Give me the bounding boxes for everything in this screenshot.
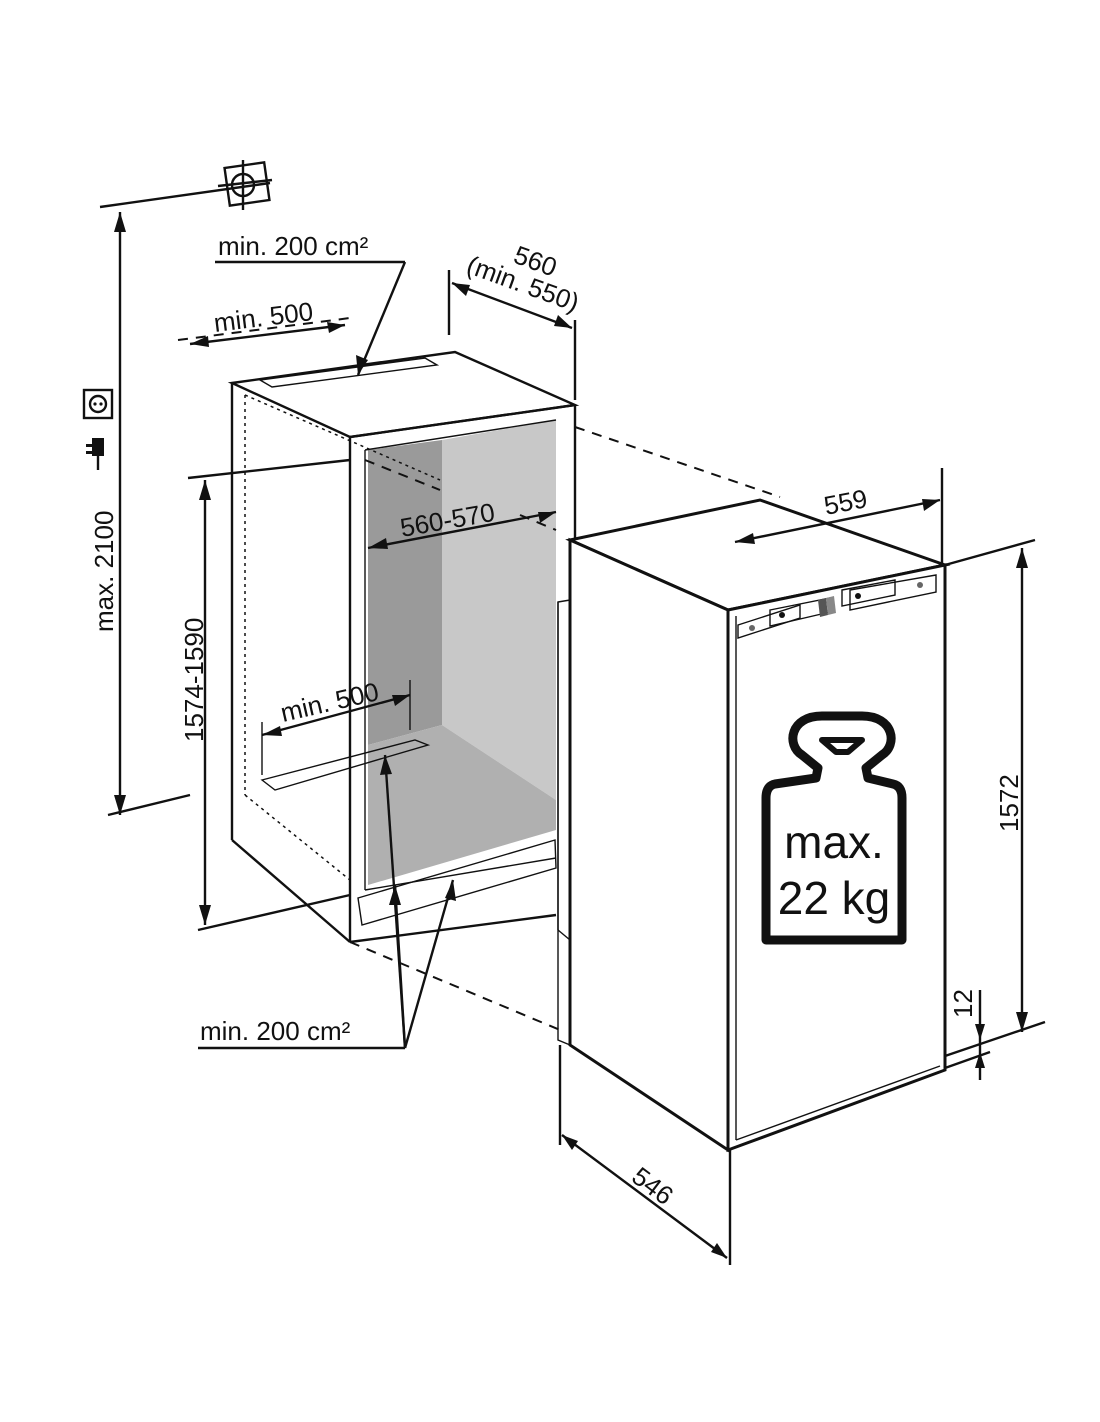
appliance-height-dimension: [944, 538, 1046, 1058]
gap-dimension: [944, 990, 991, 1080]
plug-icon: [86, 438, 104, 470]
vent-top-leader: [215, 260, 407, 376]
vent-top-width-dimension: [177, 317, 351, 347]
appliance-width-dimension: [734, 468, 944, 565]
wall-mount-icon: [99, 160, 273, 210]
vent-bottom-width-dimension: [261, 680, 411, 775]
niche-side-wall: [368, 440, 442, 745]
control-panel: [737, 574, 937, 639]
max-height-label: max. 2100: [89, 511, 119, 632]
niche-height-dimension: [187, 458, 351, 932]
niche-height-label: 1574-1590: [179, 618, 209, 742]
weight-icon: max. 22 kg: [761, 711, 907, 945]
weight-line2: 22 kg: [778, 872, 891, 924]
appliance: [557, 498, 951, 1153]
vent-bottom-width-label: min. 500: [278, 676, 382, 728]
appliance-height-label: 1572: [994, 774, 1024, 832]
projection-line: [349, 941, 561, 1031]
floor-vent-grille: [260, 739, 431, 791]
weight-line1: max.: [784, 816, 884, 868]
appliance-depth-label: 546: [626, 1161, 679, 1211]
niche-cabinet: [227, 350, 580, 944]
niche-floor: [368, 725, 556, 885]
max-height-dimension: [107, 212, 191, 817]
top-vent-grille: [257, 357, 440, 388]
niche-back-wall: [442, 420, 556, 800]
appliance-depth-dimension: [558, 1045, 732, 1265]
niche-width-dimension: [364, 459, 557, 550]
socket-icon: [82, 388, 114, 420]
niche-depth-dimension: [447, 270, 577, 400]
vent-bottom-leader: [198, 754, 456, 1050]
gap-label: 12: [948, 989, 978, 1018]
projection-line: [574, 426, 781, 498]
vent-bottom-label: min. 200 cm²: [200, 1016, 351, 1046]
vent-top-label: min. 200 cm²: [218, 231, 369, 261]
plinth-vent-grille: [357, 839, 557, 926]
